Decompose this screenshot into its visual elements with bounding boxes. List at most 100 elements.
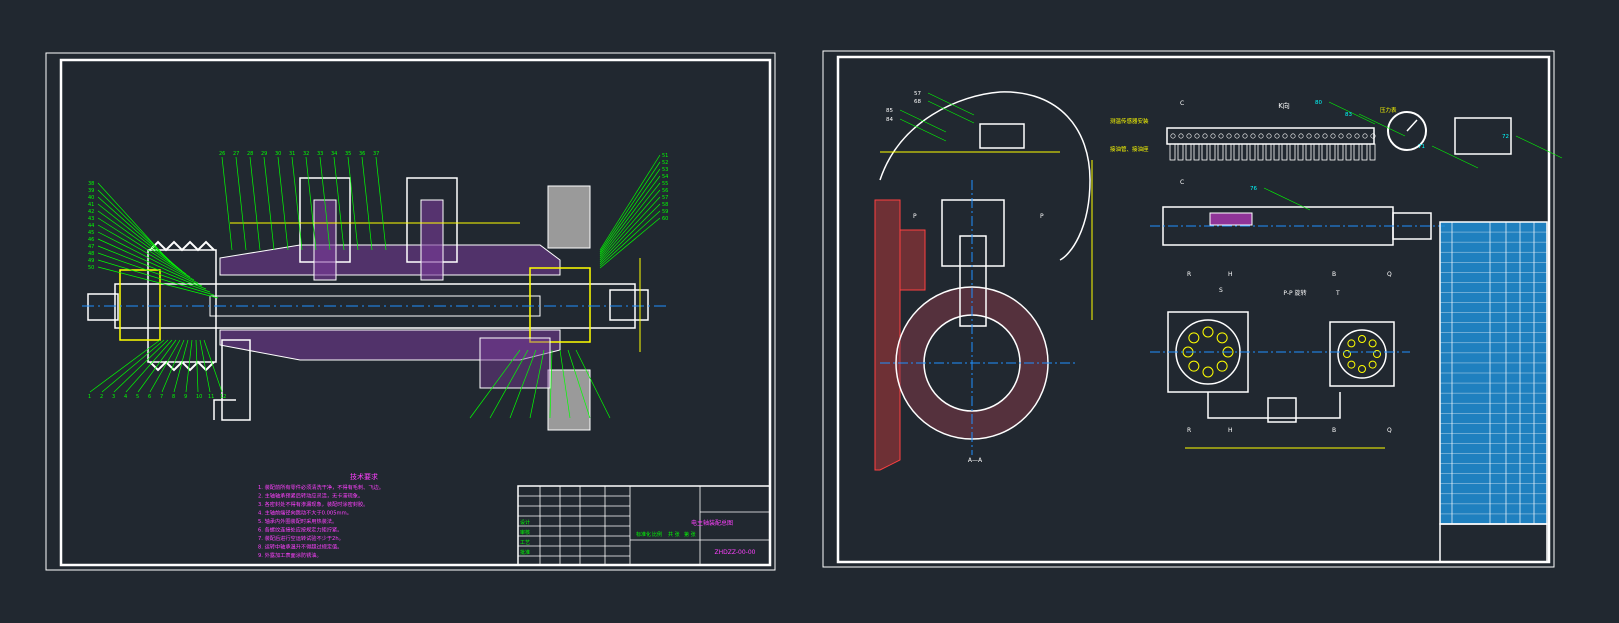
leader-line	[97, 196, 179, 269]
k-hole	[1298, 133, 1304, 139]
leader-line	[89, 339, 161, 393]
note-line: 2. 主轴轴承预紧后转动应灵活，无卡滞现象。	[258, 492, 363, 500]
balloon-number: 37	[373, 151, 379, 157]
k-tooth	[1233, 143, 1240, 161]
leader-line	[263, 156, 275, 251]
balloon-number: 43	[88, 216, 94, 222]
leader-line	[203, 339, 223, 393]
tb-label: 比例	[652, 531, 662, 538]
leader-line	[599, 203, 661, 265]
section-letter: S	[1219, 287, 1223, 294]
balloon-number: 39	[88, 188, 94, 194]
balloon-number: 59	[662, 209, 668, 215]
balloon-number: 29	[261, 151, 267, 157]
titleblock-drawing-no: ZHDZZ-00-00	[715, 549, 756, 556]
k-hole	[1218, 133, 1224, 139]
flange-hole	[1343, 350, 1351, 358]
k-tooth	[1353, 143, 1360, 161]
k-hole	[1330, 133, 1336, 139]
balloon-number: 35	[345, 151, 351, 157]
leader-line	[549, 349, 553, 419]
note-line: 8. 运转中轴承温升不得超过规定值。	[258, 543, 342, 551]
leader-line	[221, 156, 233, 251]
section-letter: Q	[1387, 271, 1392, 278]
balloon-number: 6	[148, 394, 151, 400]
left-sheet-outer-border	[45, 52, 776, 571]
leader-line	[599, 210, 661, 267]
balloon-number: 57	[662, 195, 668, 201]
leader-line	[599, 217, 661, 269]
side-bar-view	[1150, 206, 1445, 246]
note-line: 3. 各密封处不得有渗漏现象，装配时涂密封胶。	[258, 500, 368, 508]
callout-number: 68	[914, 99, 921, 105]
leader-line	[599, 161, 661, 253]
balloon-number: 55	[662, 181, 668, 187]
lower-fitting	[221, 339, 251, 421]
bearing-right	[529, 267, 591, 343]
leader-line	[97, 189, 175, 266]
k-tooth	[1305, 143, 1312, 161]
balloon-number: 58	[662, 202, 668, 208]
k-tooth	[1281, 143, 1288, 161]
notes-lines: 1. 装配前所有零件必须清洗干净，不得有毛刺、飞边。2. 主轴轴承预紧后转动应灵…	[258, 483, 384, 559]
k-hole	[1346, 133, 1352, 139]
fitting-right-tube	[420, 199, 444, 281]
leader-line	[97, 238, 203, 287]
k-tooth	[1329, 143, 1336, 161]
section-letter: T	[1335, 290, 1340, 297]
right-flange	[479, 337, 551, 389]
leader-line	[97, 266, 219, 299]
k-tooth	[1169, 143, 1176, 161]
callout-leader	[1328, 101, 1376, 125]
section-letter: P	[1040, 213, 1044, 220]
k-tooth	[1177, 143, 1184, 161]
note-line: 9. 外露加工表面涂防锈油。	[258, 551, 322, 559]
balloon-number: 28	[247, 151, 253, 157]
flange-hole	[1216, 360, 1228, 372]
leader-line	[113, 339, 169, 393]
housing-upper	[219, 244, 561, 276]
fitting-left-tube	[313, 199, 337, 281]
k-tooth	[1249, 143, 1256, 161]
bearing-left	[119, 269, 161, 341]
titleblock-grid: 设计审核工艺批准标准化比例共 张第 张	[518, 486, 770, 565]
label-oil: 接油管、接油座	[1110, 145, 1149, 153]
k-hole	[1314, 133, 1320, 139]
k-hole	[1370, 133, 1376, 139]
balloon-number: 12	[220, 394, 226, 400]
leader-line	[195, 339, 199, 393]
k-view: K向 测温传感器安装 接油管、接油座 压力表	[1110, 101, 1512, 161]
balloon-number: 51	[662, 153, 668, 159]
leader-line	[97, 210, 187, 275]
pressure-gauge	[1387, 111, 1427, 151]
flange-hole	[1188, 332, 1200, 344]
label-gauge: 压力表	[1380, 106, 1397, 114]
k-hole	[1354, 133, 1360, 139]
tb-label: 设计	[520, 519, 530, 526]
flange-hole	[1358, 335, 1366, 343]
parts-table-rows	[1440, 222, 1547, 524]
flange-hole	[1202, 326, 1214, 338]
callout-number: 76	[1250, 186, 1257, 192]
callout-number: 80	[1315, 100, 1322, 106]
parts-list-table	[1439, 221, 1548, 563]
section-letter: Q	[1387, 427, 1392, 434]
leader-line	[97, 224, 195, 281]
balloon-number: 49	[88, 258, 94, 264]
balloon-number: 52	[662, 160, 668, 166]
k-hole	[1274, 133, 1280, 139]
main-section-view: A—A	[874, 91, 1093, 471]
k-tooth	[1257, 143, 1264, 161]
balloon-number: 27	[233, 151, 239, 157]
leader-line	[249, 156, 261, 251]
k-tooth	[1265, 143, 1272, 161]
flange-hole	[1368, 339, 1377, 348]
k-tooth	[1209, 143, 1216, 161]
callout-leader	[927, 92, 975, 116]
flange-hole	[1368, 360, 1377, 369]
callout-leader	[1515, 135, 1563, 159]
k-hole	[1258, 133, 1264, 139]
